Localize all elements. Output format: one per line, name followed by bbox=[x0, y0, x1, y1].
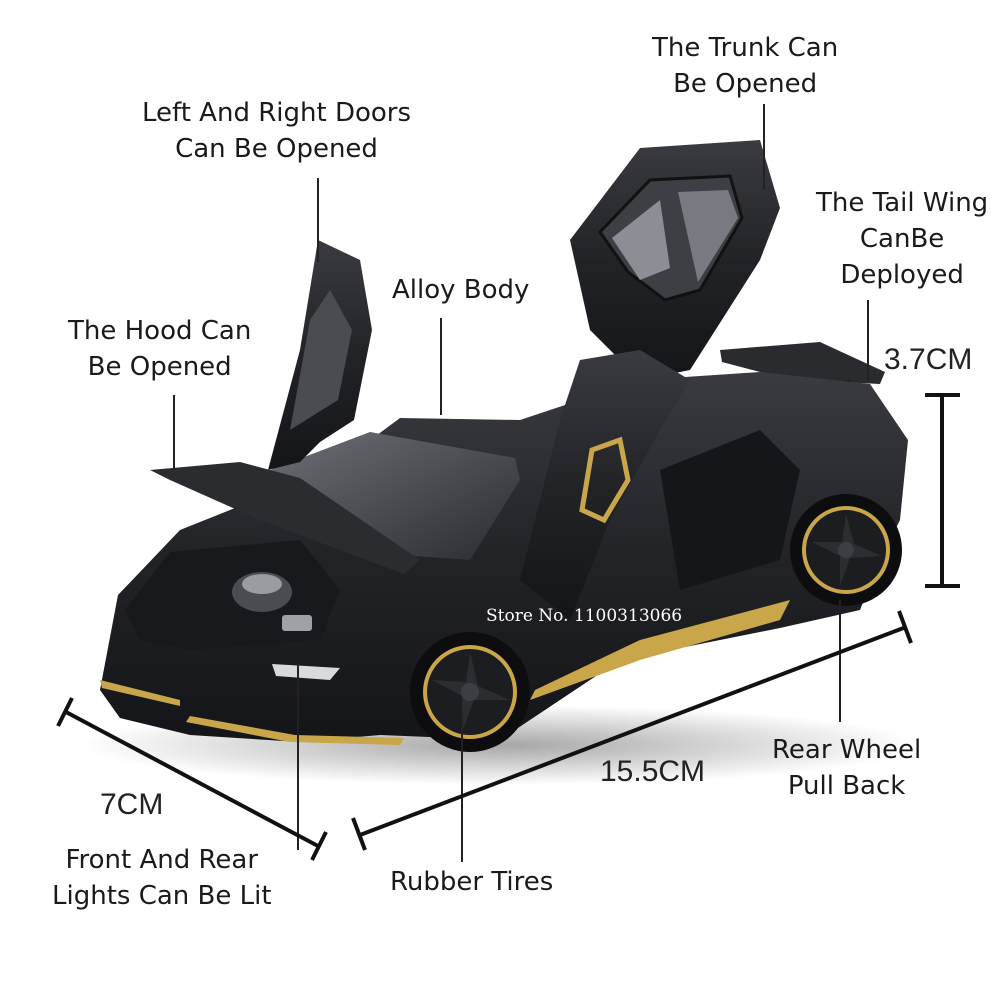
callout-wing-line2: CanBe bbox=[859, 224, 945, 254]
callout-hood-line1: The Hood Can bbox=[68, 316, 252, 346]
callout-lights: Front And Rear Lights Can Be Lit bbox=[52, 842, 272, 914]
callout-wheel-line1: Rear Wheel bbox=[772, 735, 922, 765]
callout-alloy: Alloy Body bbox=[392, 272, 529, 308]
windshield bbox=[270, 432, 520, 560]
callout-wing-line1: The Tail Wing bbox=[816, 188, 989, 218]
callout-hood-line2: Be Opened bbox=[87, 352, 232, 382]
callout-lights-line1: Front And Rear bbox=[65, 845, 259, 875]
callout-doors-line1: Left And Right Doors bbox=[142, 98, 412, 128]
tail-wing bbox=[720, 342, 885, 384]
side-stripe bbox=[530, 600, 790, 700]
dimension-lines bbox=[56, 393, 960, 861]
width-dimension: 7CM bbox=[100, 788, 164, 821]
callout-tires: Rubber Tires bbox=[390, 864, 553, 900]
callout-trunk-line2: Be Opened bbox=[673, 69, 818, 99]
headlight bbox=[272, 664, 340, 680]
callout-hood: The Hood Can Be Opened bbox=[68, 313, 251, 385]
callout-lines bbox=[173, 104, 869, 862]
right-door bbox=[520, 350, 690, 620]
rear-wheel bbox=[790, 494, 902, 606]
callout-trunk: The Trunk Can Be Opened bbox=[652, 30, 838, 102]
callout-doors: Left And Right Doors Can Be Opened bbox=[142, 95, 411, 167]
callout-alloy-line1: Alloy Body bbox=[392, 275, 530, 305]
height-dimension: 3.7CM bbox=[884, 343, 973, 376]
callout-tires-line1: Rubber Tires bbox=[390, 867, 554, 897]
front-wheel bbox=[410, 632, 530, 752]
length-dimension: 15.5CM bbox=[600, 755, 706, 788]
callout-wing: The Tail Wing CanBe Deployed bbox=[816, 185, 988, 293]
callout-wing-line3: Deployed bbox=[840, 260, 964, 290]
callout-trunk-line1: The Trunk Can bbox=[652, 33, 839, 63]
callout-lights-line2: Lights Can Be Lit bbox=[52, 881, 272, 911]
callout-wheel-line2: Pull Back bbox=[787, 771, 906, 801]
hood bbox=[150, 462, 420, 574]
callout-wheel: Rear Wheel Pull Back bbox=[772, 732, 921, 804]
store-watermark: Store No. 1100313066 bbox=[486, 606, 683, 626]
callout-doors-line2: Can Be Opened bbox=[175, 134, 378, 164]
